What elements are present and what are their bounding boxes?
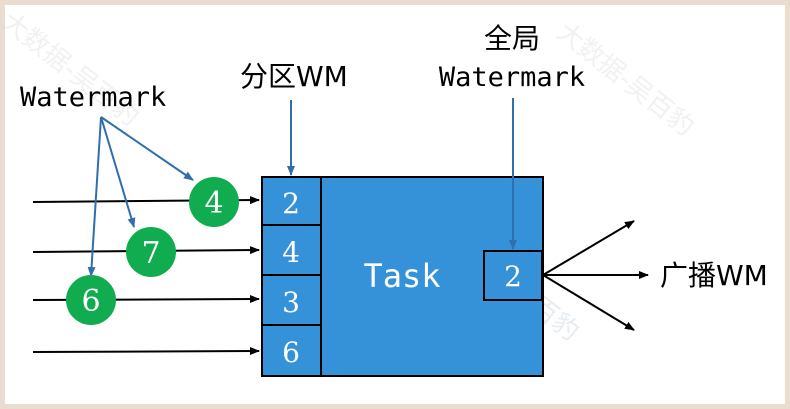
broadcast-label: 广播WM — [660, 259, 768, 292]
global-watermark-value: 2 — [504, 260, 522, 293]
partition-value-3: 3 — [282, 286, 300, 319]
watermark-callout-to-4 — [100, 116, 194, 181]
background-watermark-text-2: 大数据-吴百豹 — [0, 7, 144, 132]
global-watermark-cell — [483, 250, 543, 301]
input-stream-arrow-4 — [32, 347, 260, 356]
watermark-badge-6 — [66, 275, 116, 325]
partition-value-2: 4 — [282, 236, 300, 269]
broadcast-arrow-down — [542, 274, 635, 331]
watermark-label: Watermark — [20, 82, 166, 113]
global-label-line1: 全局 — [484, 22, 540, 55]
watermark-callout-to-7 — [100, 116, 136, 228]
task-label: Task — [363, 257, 440, 295]
partition-wm-label: 分区WM — [240, 60, 348, 93]
watermark-badge-4 — [189, 177, 239, 227]
global-label-line2: Watermark — [439, 62, 585, 93]
watermark-callout-to-6 — [87, 116, 102, 277]
partition-cell-4 — [261, 324, 322, 377]
broadcast-arrow-up — [542, 220, 635, 276]
watermark-badge-6-value: 6 — [81, 284, 100, 319]
partition-value-4: 6 — [282, 336, 300, 369]
watermark-badge-7-value: 7 — [141, 236, 160, 271]
watermark-badge-4-value: 4 — [204, 186, 223, 221]
partition-value-1: 2 — [282, 187, 300, 220]
watermark-badge-7 — [126, 227, 176, 277]
